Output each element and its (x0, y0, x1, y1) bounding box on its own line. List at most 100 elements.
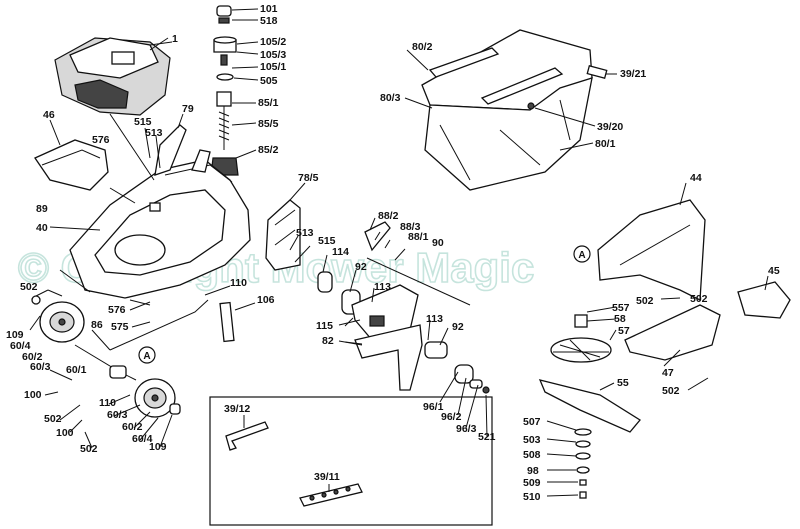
side-plate-45 (737, 281, 791, 319)
grass-box (421, 29, 608, 191)
bracket-79 (154, 124, 187, 176)
mower-deck (59, 149, 251, 306)
label-78-5: 78/5 (298, 172, 319, 184)
height-adjuster-screw (210, 91, 239, 176)
label-100a: 100 (24, 389, 42, 401)
label-521: 521 (478, 431, 496, 443)
label-60-3a: 60/3 (30, 361, 51, 373)
label-105-1: 105/1 (260, 61, 286, 73)
label-115: 115 (316, 320, 333, 332)
deflector-47 (624, 304, 721, 361)
label-96-1: 96/1 (423, 401, 444, 413)
label-515a: 515 (134, 116, 152, 128)
label-96-2: 96/2 (441, 411, 462, 423)
marker-a-right: A (573, 245, 591, 263)
label-502b: 502 (20, 281, 38, 293)
label-40: 40 (36, 222, 48, 234)
label-508: 508 (523, 449, 541, 461)
label-46: 46 (43, 109, 55, 121)
label-55: 55 (617, 377, 629, 389)
label-100b: 100 (56, 427, 74, 439)
label-101: 101 (260, 3, 278, 15)
label-79: 79 (182, 103, 194, 115)
label-85-2: 85/2 (258, 144, 279, 156)
label-39-12: 39/12 (224, 403, 250, 415)
label-60-4b: 60/4 (132, 433, 153, 445)
label-518: 518 (260, 15, 278, 27)
label-505: 505 (260, 75, 278, 87)
svg-text:A: A (578, 250, 585, 261)
marker-a-left: A (138, 346, 156, 364)
front-wheel-right (134, 378, 181, 418)
label-89: 89 (36, 203, 48, 215)
label-60-2b: 60/2 (122, 421, 143, 433)
label-82: 82 (322, 335, 334, 347)
label-503: 503 (523, 434, 541, 446)
label-106: 106 (257, 294, 275, 306)
label-502f: 502 (662, 385, 680, 397)
label-113b: 113 (426, 313, 443, 325)
label-60-1: 60/1 (66, 364, 87, 376)
cover-78-5 (265, 199, 301, 271)
svg-text:A: A (143, 351, 150, 362)
part-labels: 1 101 518 105/2 105/3 105/1 505 85/1 85/… (6, 3, 780, 503)
label-513b: 513 (296, 227, 314, 239)
label-45: 45 (768, 265, 780, 277)
leader-lines (29, 8, 769, 497)
label-80-3: 80/3 (380, 92, 401, 104)
blade-assembly (538, 314, 641, 499)
label-44: 44 (690, 172, 702, 184)
label-39-20: 39/20 (597, 121, 623, 133)
label-110b: 110 (99, 397, 116, 409)
label-509: 509 (523, 477, 541, 489)
label-576a: 576 (92, 134, 110, 146)
axle-rods (74, 299, 235, 381)
label-88-3: 88/3 (400, 221, 421, 233)
label-557: 557 (612, 302, 630, 314)
label-502d: 502 (44, 413, 62, 425)
cover-44 (597, 199, 706, 302)
label-60-4a: 60/4 (10, 340, 31, 352)
label-110a: 110 (230, 277, 247, 289)
label-88-2: 88/2 (378, 210, 399, 222)
tools-inset (209, 396, 493, 526)
label-507: 507 (523, 416, 541, 428)
label-39-11: 39/11 (314, 471, 340, 483)
label-502a: 502 (636, 295, 654, 307)
label-90: 90 (432, 237, 444, 249)
label-502c: 502 (690, 293, 708, 305)
engine (54, 37, 173, 116)
handle-knob-stack (213, 5, 237, 81)
label-510: 510 (523, 491, 541, 503)
label-1: 1 (172, 33, 178, 45)
label-575: 575 (111, 321, 129, 333)
label-92a: 92 (355, 261, 367, 273)
label-60-2a: 60/2 (22, 351, 43, 363)
label-109a: 109 (6, 329, 24, 341)
label-109b: 109 (149, 441, 167, 453)
label-58: 58 (614, 313, 626, 325)
label-85-5: 85/5 (258, 118, 279, 130)
rear-flap (34, 139, 109, 191)
label-86: 86 (91, 319, 103, 331)
label-96-3: 96/3 (456, 423, 477, 435)
label-92b: 92 (452, 321, 464, 333)
label-105-2: 105/2 (260, 36, 286, 48)
label-502e: 502 (80, 443, 98, 455)
label-47: 47 (662, 367, 674, 379)
label-515b: 515 (318, 235, 336, 247)
label-57: 57 (618, 325, 630, 337)
label-80-1: 80/1 (595, 138, 616, 150)
label-80-2: 80/2 (412, 41, 433, 53)
label-513a: 513 (145, 127, 163, 139)
label-105-3: 105/3 (260, 49, 286, 61)
label-113a: 113 (374, 281, 391, 293)
label-88-1: 88/1 (408, 231, 429, 243)
rear-wheel-left (31, 295, 85, 343)
label-114: 114 (332, 246, 349, 258)
label-60-3b: 60/3 (107, 409, 128, 421)
label-98: 98 (527, 465, 539, 477)
label-39-21: 39/21 (620, 68, 646, 80)
wheel-hub-assembly (317, 221, 490, 394)
